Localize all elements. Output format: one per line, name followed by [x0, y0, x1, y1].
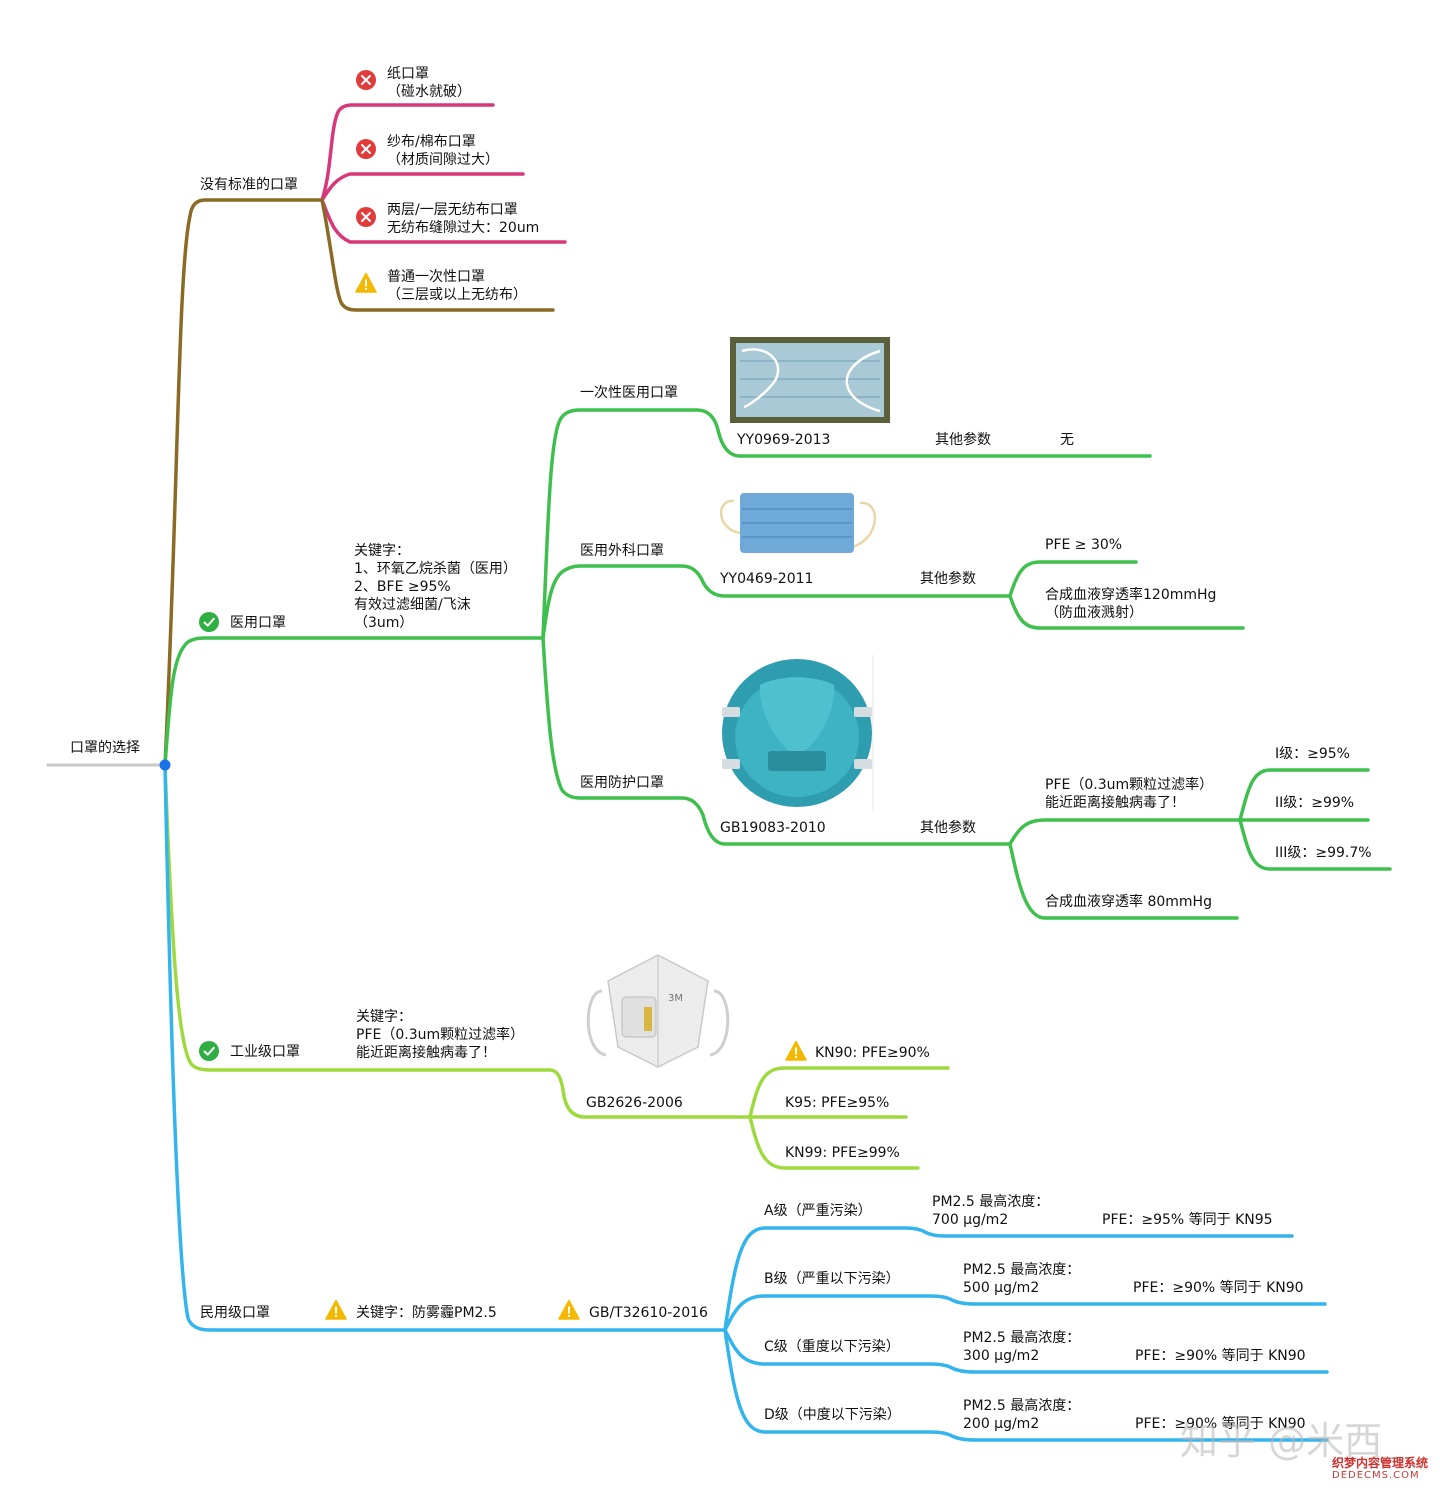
paper-mask-note: （碰水就破）	[387, 84, 471, 100]
root-label: 口罩的选择	[70, 740, 140, 756]
surgical-blood: 合成血液穿透率120mmHg （防血液溅射）	[1045, 587, 1217, 621]
connector-gauze	[320, 172, 525, 202]
disposable-medical-standard: YY0969-2013	[737, 432, 831, 448]
civil-label: 民用级口罩	[200, 1305, 270, 1321]
connector-grade-d	[723, 1328, 1329, 1442]
warning-icon	[355, 272, 377, 293]
connector-paper	[320, 103, 495, 202]
surgical-pfe: PFE ≥ 30%	[1045, 537, 1123, 553]
grade-c-concentration: PM2.5 最高浓度： 300 μg/m2	[963, 1330, 1081, 1364]
x-circle-icon	[356, 70, 376, 90]
grade-a-concentration: PM2.5 最高浓度： 700 μg/m2	[932, 1194, 1050, 1228]
x-circle-icon	[356, 207, 376, 227]
industrial-k95: K95: PFE≥95%	[785, 1095, 890, 1111]
connector-pfe-levels	[1008, 818, 1242, 846]
grade-c-level: C级（重度以下污染）	[764, 1339, 900, 1355]
grade-d-concentration: PM2.5 最高浓度： 200 μg/m2	[963, 1398, 1081, 1432]
protective-level-1: I级：≥95%	[1275, 746, 1350, 762]
medical-label: 医用口罩	[230, 615, 286, 631]
surgical-standard: YY0469-2011	[720, 571, 814, 587]
connector-protective	[541, 636, 1012, 846]
industrial-mask-image: 3M	[586, 954, 730, 1068]
branch-medical	[163, 636, 545, 767]
connector-surgical	[541, 564, 1012, 640]
x-circle-icon	[356, 139, 376, 159]
connector-grade-c	[723, 1328, 1329, 1374]
disposable-mask-image	[730, 337, 890, 423]
disposable-medical-label: 一次性医用口罩	[580, 385, 678, 401]
connector-disposable-plain	[320, 198, 555, 312]
surgical-label: 医用外科口罩	[580, 543, 664, 559]
connector-level1	[1238, 768, 1370, 822]
grade-d-pfe: PFE：≥90% 等同于 KN90	[1135, 1416, 1306, 1432]
root-dot	[159, 759, 171, 771]
disposable-medical-value: 无	[1060, 432, 1074, 448]
twolayer-mask-name: 两层/一层无纺布口罩	[387, 202, 518, 218]
site-url-watermark: DEDECMS.COM	[1332, 1470, 1420, 1481]
branch-industrial	[163, 763, 752, 1119]
grade-b-level: B级（严重以下污染）	[764, 1271, 900, 1287]
grade-b-pfe: PFE：≥90% 等同于 KN90	[1133, 1280, 1304, 1296]
connector-level3	[1238, 818, 1392, 871]
no-standard-label: 没有标准的口罩	[200, 177, 298, 193]
industrial-keyword: 关键字： PFE（0.3um颗粒过滤率） 能近距离接触病毒了！	[356, 1009, 525, 1061]
connector-kn99	[748, 1115, 920, 1170]
grade-a-pfe: PFE：≥95% 等同于 KN95	[1102, 1212, 1273, 1228]
warning-icon	[785, 1040, 807, 1061]
protective-pfe: PFE（0.3um颗粒过滤率） 能近距离接触病毒了！	[1045, 777, 1214, 811]
civil-keyword: 关键字：防雾霾PM2.5	[356, 1305, 497, 1321]
grade-a-level: A级（严重污染）	[764, 1203, 872, 1219]
protective-param: 其他参数	[920, 820, 976, 836]
protective-standard: GB19083-2010	[720, 820, 826, 836]
warning-icon	[325, 1299, 347, 1320]
connector-grade-a	[723, 1226, 1294, 1332]
warning-icon	[558, 1299, 580, 1320]
branch-no-standard	[163, 198, 324, 767]
connector-grade-b	[723, 1294, 1327, 1332]
medical-keyword: 关键字： 1、环氧乙烷杀菌（医用） 2、BFE ≥95% 有效过滤细菌/飞沫 （…	[354, 543, 517, 631]
gauze-mask-name: 纱布/棉布口罩	[387, 134, 476, 150]
grade-d-level: D级（中度以下污染）	[764, 1407, 901, 1423]
disposable-plain-name: 普通一次性口罩	[387, 269, 485, 285]
civil-standard: GB/T32610-2016	[589, 1305, 708, 1321]
connector-blood120	[1008, 594, 1245, 630]
surgical-param: 其他参数	[920, 571, 976, 587]
protective-mask-image	[722, 655, 874, 811]
branch-civil	[163, 763, 727, 1332]
grade-c-pfe: PFE：≥90% 等同于 KN90	[1135, 1348, 1306, 1364]
industrial-label: 工业级口罩	[230, 1044, 300, 1060]
protective-label: 医用防护口罩	[580, 775, 664, 791]
protective-level-2: II级：≥99%	[1275, 795, 1355, 811]
disposable-medical-param: 其他参数	[935, 432, 991, 448]
gauze-mask-note: （材质间隙过大）	[387, 152, 499, 168]
disposable-plain-note: （三层或以上无纺布）	[387, 287, 527, 303]
zhihu-watermark: 知乎 @米西	[1180, 1419, 1383, 1463]
surgical-mask-image	[719, 493, 877, 553]
connector-kn90	[748, 1066, 950, 1119]
industrial-standard: GB2626-2006	[586, 1095, 683, 1111]
connector-disposable-medical	[541, 408, 1152, 640]
connector-blood80	[1008, 842, 1239, 920]
check-circle-icon	[199, 1041, 219, 1061]
industrial-kn90: KN90: PFE≥90%	[815, 1045, 930, 1061]
industrial-kn99: KN99: PFE≥99%	[785, 1145, 900, 1161]
protective-blood: 合成血液穿透率 80mmHg	[1045, 894, 1212, 910]
grade-b-concentration: PM2.5 最高浓度： 500 μg/m2	[963, 1262, 1081, 1296]
check-circle-icon	[199, 612, 219, 632]
twolayer-mask-note: 无纺布缝隙过大：20um	[387, 220, 540, 236]
protective-level-3: III级：≥99.7%	[1275, 845, 1372, 861]
paper-mask-name: 纸口罩	[387, 66, 429, 82]
connector-pfe30	[1008, 560, 1138, 598]
site-watermark: 织梦内容管理系统	[1332, 1456, 1429, 1470]
svg-text:3M: 3M	[668, 993, 683, 1004]
